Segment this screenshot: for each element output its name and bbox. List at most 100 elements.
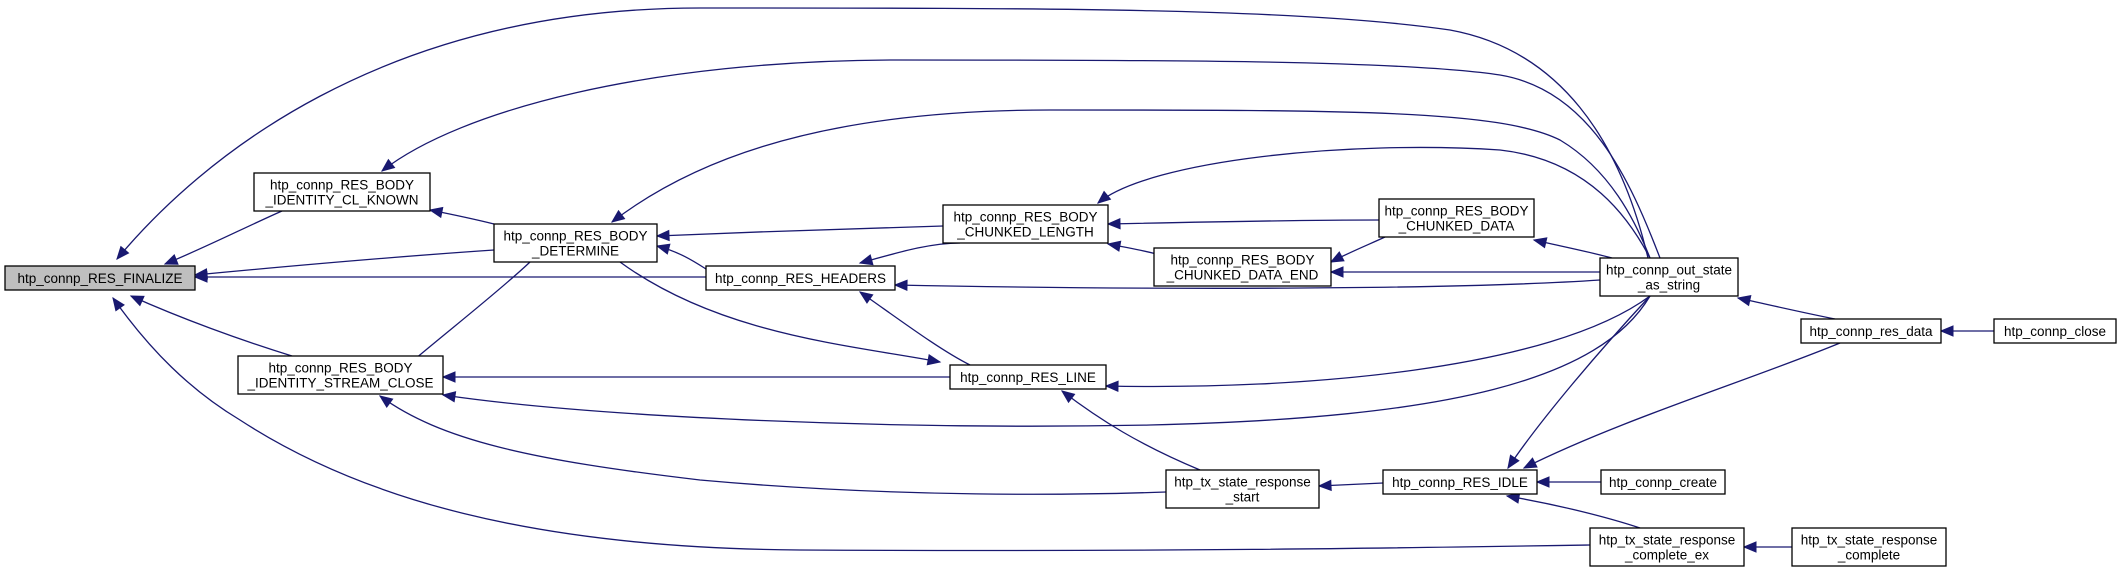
node-label: htp_connp_RES_IDLE [1392, 475, 1528, 490]
node-label: _complete_ex [1624, 548, 1709, 563]
node-close[interactable]: htp_connp_close [1993, 318, 2117, 344]
edge-chunked-data-to-chunked-length [1107, 219, 1380, 225]
node-label: _CHUNKED_LENGTH [956, 225, 1094, 240]
arrowhead-icon [441, 391, 457, 403]
arrowhead-icon [428, 206, 444, 219]
edge-line-to-headers [859, 291, 971, 366]
node-box[interactable] [1800, 318, 1942, 344]
nodes-layer: htp_connp_RES_FINALIZE htp_connp_RES_BODY… [4, 172, 2117, 567]
arrowhead-icon [112, 296, 125, 312]
node-box[interactable] [1791, 527, 1947, 567]
node-box[interactable] [493, 223, 658, 263]
node-label: htp_connp_RES_LINE [960, 370, 1096, 385]
node-label: htp_tx_state_response [1174, 475, 1311, 490]
node-label: htp_connp_RES_BODY [503, 229, 647, 244]
arrowhead-icon [378, 395, 394, 409]
edge-idle-to-out-state-as-string [1507, 295, 1651, 469]
arrowhead-icon [1104, 380, 1119, 393]
arrowhead-icon [116, 245, 130, 260]
edge-out-state-as-string-to-finalize [116, 7, 1649, 260]
arrowhead-icon [1939, 325, 1954, 337]
arrowhead-icon [858, 291, 874, 304]
edge-out-state-as-string-to-line [1105, 295, 1651, 388]
node-label: htp_connp_RES_BODY [1384, 204, 1528, 219]
node-tx-state-response-complete-ex[interactable]: htp_tx_state_response_complete_ex [1589, 527, 1745, 567]
node-label: htp_connp_RES_BODY [953, 210, 1097, 225]
node-headers[interactable]: htp_connp_RES_HEADERS [705, 265, 896, 291]
arrowhead-icon [1106, 217, 1121, 230]
node-determine[interactable]: htp_connp_RES_BODY_DETERMINE [493, 223, 658, 263]
node-label: _CHUNKED_DATA [1398, 219, 1515, 234]
arrowhead-icon [655, 243, 671, 255]
edge-chunked-length-to-headers [859, 242, 961, 264]
arrowhead-icon [1535, 476, 1550, 488]
node-label: _complete [1837, 548, 1900, 563]
arrowhead-icon [193, 271, 208, 283]
node-box[interactable] [705, 265, 896, 291]
arrowhead-icon [1742, 541, 1757, 553]
edge-tx-state-response-complete-ex-to-finalize [112, 297, 1591, 552]
node-tx-state-response-complete[interactable]: htp_tx_state_response_complete [1791, 527, 1947, 567]
edge-determine-to-finalize [194, 249, 495, 276]
node-out-state-as-string[interactable]: htp_connp_out_state_as_string [1599, 257, 1739, 297]
node-create[interactable]: htp_connp_create [1600, 469, 1726, 495]
node-identity-stream-close[interactable]: htp_connp_RES_BODY_IDENTITY_STREAM_CLOSE [237, 355, 444, 395]
arrowhead-icon [1060, 390, 1076, 404]
arrowhead-icon [441, 371, 456, 383]
node-tx-state-response-start[interactable]: htp_tx_state_response_start [1165, 469, 1320, 509]
node-finalize[interactable]: htp_connp_RES_FINALIZE [4, 265, 196, 291]
node-label: htp_connp_RES_BODY [270, 178, 414, 193]
arrowhead-icon [1106, 240, 1122, 252]
node-box[interactable] [253, 172, 431, 212]
node-box[interactable] [1153, 247, 1332, 287]
edge-chunked-length-to-determine [656, 225, 944, 237]
arrowhead-icon [1522, 457, 1538, 469]
node-box[interactable] [1382, 469, 1538, 495]
node-res-data[interactable]: htp_connp_res_data [1800, 318, 1942, 344]
node-chunked-data-end[interactable]: htp_connp_RES_BODY_CHUNKED_DATA_END [1153, 247, 1332, 287]
node-line[interactable]: htp_connp_RES_LINE [949, 364, 1107, 390]
node-chunked-data[interactable]: htp_connp_RES_BODY_CHUNKED_DATA [1378, 198, 1535, 238]
node-box[interactable] [1993, 318, 2117, 344]
arrowhead-icon [1329, 266, 1344, 278]
node-box[interactable] [942, 204, 1109, 244]
edge-res-data-to-out-state-as-string [1737, 297, 1836, 320]
arrowhead-icon [1736, 295, 1752, 307]
edge-out-state-as-string-to-headers [894, 279, 1601, 289]
arrowhead-icon [1096, 190, 1112, 204]
arrowhead-icon [380, 158, 396, 172]
arrowhead-icon [926, 354, 942, 366]
arrowhead-icon [129, 295, 145, 307]
node-label: htp_connp_create [1609, 475, 1717, 490]
edge-out-state-as-string-to-identity-stream-close [442, 295, 1651, 427]
node-identity-cl-known[interactable]: htp_connp_RES_BODY_IDENTITY_CL_KNOWN [253, 172, 431, 212]
node-idle[interactable]: htp_connp_RES_IDLE [1382, 469, 1538, 495]
node-label: _DETERMINE [531, 244, 619, 259]
node-label: htp_tx_state_response [1599, 533, 1736, 548]
edge-res-data-to-idle [1523, 342, 1841, 469]
node-label: htp_connp_RES_FINALIZE [17, 271, 182, 286]
arrowhead-icon [1317, 479, 1332, 492]
node-label: htp_connp_res_data [1809, 324, 1933, 339]
node-label: _IDENTITY_STREAM_CLOSE [246, 376, 433, 391]
node-chunked-length[interactable]: htp_connp_RES_BODY_CHUNKED_LENGTH [942, 204, 1109, 244]
node-box[interactable] [1165, 469, 1320, 509]
node-box[interactable] [1378, 198, 1535, 238]
node-label: _as_string [1637, 278, 1700, 293]
arrowhead-icon [1532, 237, 1548, 249]
arrowhead-icon [858, 254, 874, 266]
node-label: _IDENTITY_CL_KNOWN [264, 193, 418, 208]
node-box[interactable] [949, 364, 1107, 390]
node-box[interactable] [1589, 527, 1745, 567]
edge-tx-state-response-complete-ex-to-idle [1506, 495, 1641, 529]
node-box[interactable] [1599, 257, 1739, 297]
node-box[interactable] [237, 355, 444, 395]
arrowhead-icon [610, 209, 626, 223]
edge-tx-state-response-start-to-identity-stream-close [379, 395, 1167, 495]
node-box[interactable] [1600, 469, 1726, 495]
node-box[interactable] [4, 265, 196, 291]
arrowhead-icon [163, 254, 179, 265]
edge-out-state-as-string-to-chunked-length [1097, 146, 1651, 259]
edge-out-state-as-string-to-determine [611, 109, 1651, 259]
